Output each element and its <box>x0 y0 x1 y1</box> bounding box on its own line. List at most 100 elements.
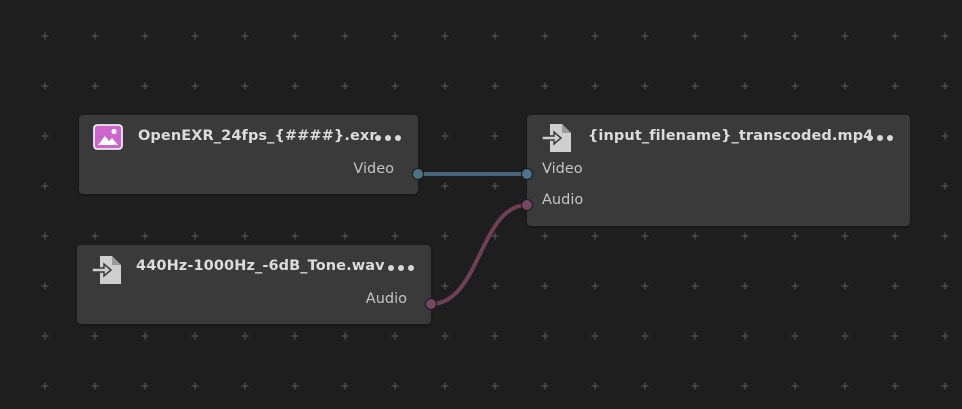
grid-marker <box>741 332 749 340</box>
grid-marker <box>591 82 599 90</box>
video-output-port[interactable] <box>412 168 424 180</box>
audio-input-port[interactable] <box>521 199 533 211</box>
grid-marker <box>491 282 499 290</box>
grid-marker <box>691 282 699 290</box>
grid-marker <box>391 382 399 390</box>
grid-marker <box>441 282 449 290</box>
grid-marker <box>291 382 299 390</box>
grid-marker <box>491 32 499 40</box>
grid-marker <box>941 382 949 390</box>
node-menu-button[interactable] <box>388 259 414 277</box>
grid-marker <box>691 82 699 90</box>
grid-marker <box>41 382 49 390</box>
grid-marker <box>541 282 549 290</box>
grid-marker <box>91 32 99 40</box>
grid-marker <box>441 132 449 140</box>
grid-marker <box>191 332 199 340</box>
grid-marker <box>41 32 49 40</box>
grid-marker <box>791 232 799 240</box>
node-header[interactable]: OpenEXR_24fps_{####}.exr <box>79 115 418 161</box>
grid-marker <box>591 382 599 390</box>
grid-marker <box>191 32 199 40</box>
grid-marker <box>341 82 349 90</box>
grid-marker <box>841 232 849 240</box>
grid-marker <box>341 332 349 340</box>
node-header[interactable]: 440Hz-1000Hz_-6dB_Tone.wav <box>77 245 431 291</box>
grid-marker <box>841 382 849 390</box>
grid-marker <box>641 82 649 90</box>
grid-marker <box>541 232 549 240</box>
grid-marker <box>141 32 149 40</box>
grid-marker <box>891 382 899 390</box>
grid-marker <box>541 82 549 90</box>
grid-marker <box>191 382 199 390</box>
grid-marker <box>491 382 499 390</box>
grid-marker <box>391 82 399 90</box>
wav-source-node[interactable]: 440Hz-1000Hz_-6dB_Tone.wav Audio <box>77 245 431 324</box>
exr-source-node[interactable]: OpenEXR_24fps_{####}.exr Video <box>79 115 418 194</box>
grid-marker <box>241 232 249 240</box>
grid-marker <box>741 232 749 240</box>
grid-marker <box>291 232 299 240</box>
node-menu-button[interactable] <box>867 129 893 147</box>
grid-marker <box>941 232 949 240</box>
image-icon <box>93 124 123 150</box>
grid-marker <box>141 382 149 390</box>
grid-marker <box>641 382 649 390</box>
grid-marker <box>641 282 649 290</box>
node-menu-button[interactable] <box>375 129 401 147</box>
grid-marker <box>891 282 899 290</box>
mp4-output-node[interactable]: {input_filename}_transcoded.mp4 Video Au… <box>527 115 910 226</box>
grid-marker <box>491 82 499 90</box>
audio-output-port[interactable] <box>425 298 437 310</box>
grid-marker <box>591 282 599 290</box>
grid-marker <box>291 82 299 90</box>
node-header[interactable]: {input_filename}_transcoded.mp4 <box>527 115 910 161</box>
grid-marker <box>441 382 449 390</box>
grid-marker <box>741 32 749 40</box>
grid-marker <box>141 82 149 90</box>
grid-marker <box>441 32 449 40</box>
grid-marker <box>141 332 149 340</box>
grid-marker <box>391 232 399 240</box>
grid-marker <box>291 32 299 40</box>
grid-marker <box>191 232 199 240</box>
grid-marker <box>641 32 649 40</box>
grid-marker <box>241 332 249 340</box>
grid-marker <box>191 82 199 90</box>
grid-marker <box>941 182 949 190</box>
node-title: OpenEXR_24fps_{####}.exr <box>138 128 377 144</box>
grid-marker <box>141 232 149 240</box>
grid-marker <box>641 232 649 240</box>
grid-marker <box>891 232 899 240</box>
grid-marker <box>391 332 399 340</box>
video-input-port[interactable] <box>521 168 533 180</box>
grid-marker <box>741 382 749 390</box>
grid-marker <box>691 332 699 340</box>
grid-marker <box>941 32 949 40</box>
grid-marker <box>291 332 299 340</box>
grid-marker <box>441 82 449 90</box>
grid-marker <box>841 82 849 90</box>
grid-marker <box>91 332 99 340</box>
grid-marker <box>891 82 899 90</box>
grid-marker <box>841 332 849 340</box>
grid-marker <box>791 332 799 340</box>
grid-marker <box>691 382 699 390</box>
grid-marker <box>791 382 799 390</box>
grid-marker <box>41 82 49 90</box>
grid-marker <box>41 332 49 340</box>
grid-marker <box>241 382 249 390</box>
more-icon <box>388 265 394 271</box>
grid-marker <box>791 282 799 290</box>
grid-marker <box>541 332 549 340</box>
grid-marker <box>391 32 399 40</box>
grid-marker <box>241 82 249 90</box>
grid-marker <box>591 232 599 240</box>
grid-marker <box>341 382 349 390</box>
video-output-label: Video <box>353 161 394 177</box>
grid-marker <box>91 82 99 90</box>
grid-marker <box>691 232 699 240</box>
grid-marker <box>341 232 349 240</box>
